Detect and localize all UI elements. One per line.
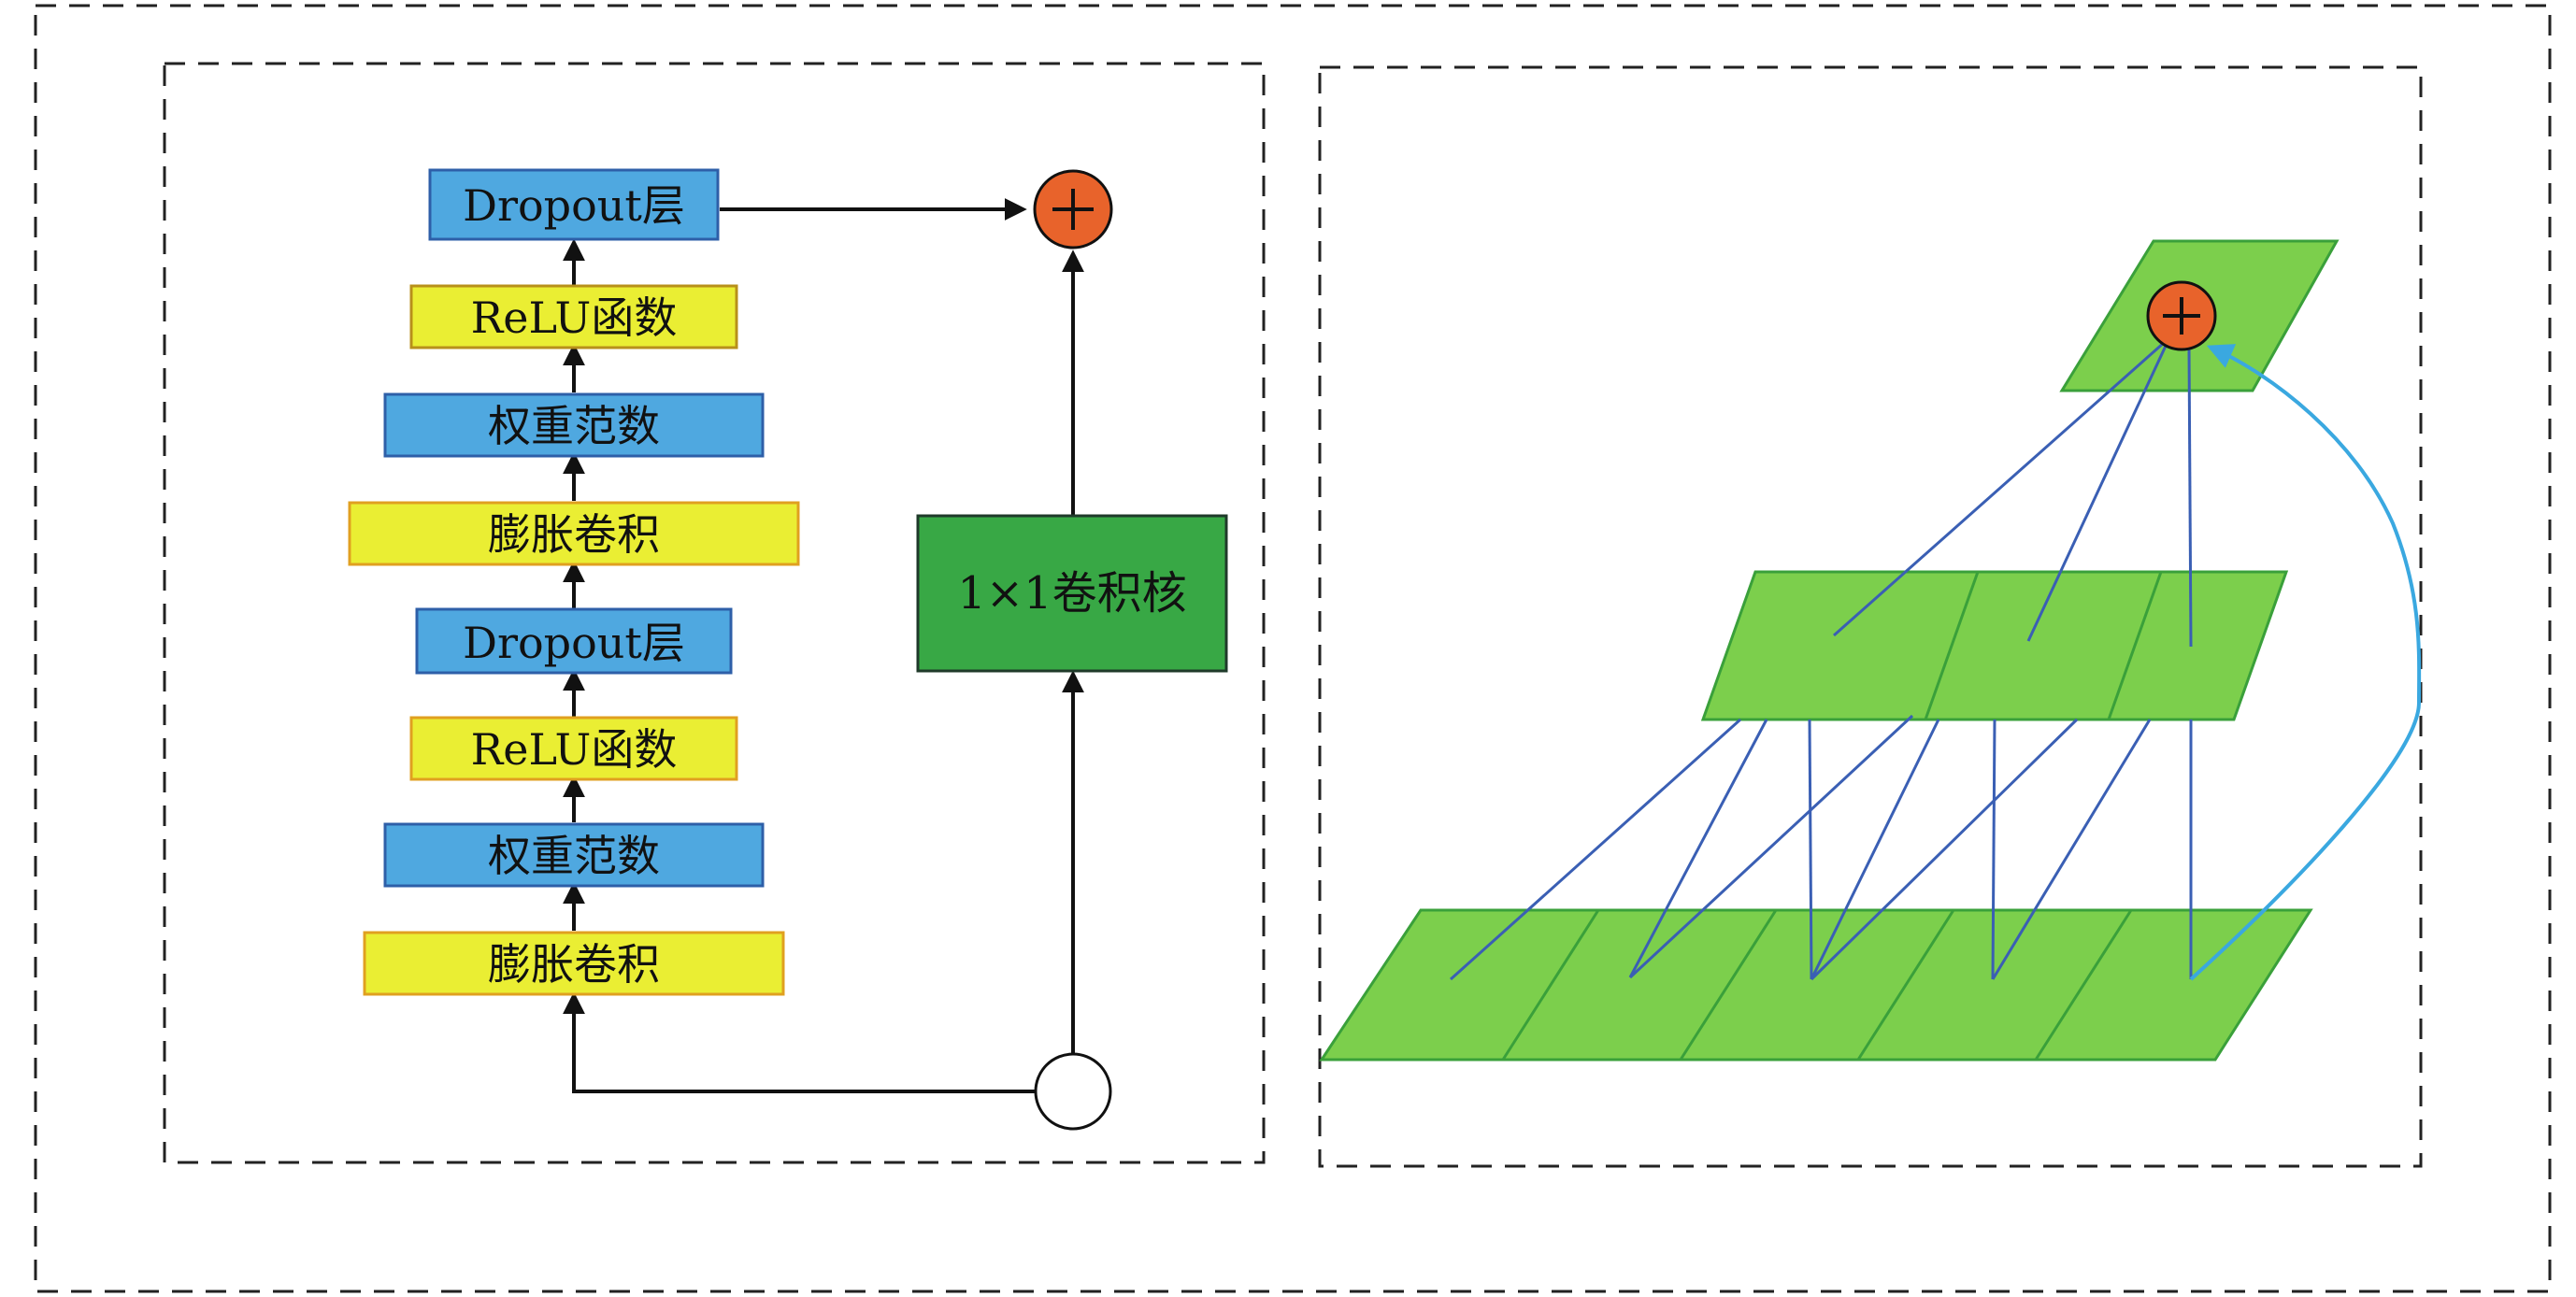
- residual-block: Dropout层 ReLU函数 权重范数 膨胀卷积 Dropout层 ReLU函…: [348, 168, 1228, 1131]
- layer-1-label: ReLU函数: [471, 292, 678, 343]
- right-panel-frame: [1318, 65, 2423, 1168]
- layer-7-label: 膨胀卷积: [488, 939, 660, 990]
- shortcut-conv-box: 1×1卷积核: [916, 514, 1228, 673]
- layer-5-label: ReLU函数: [471, 724, 678, 775]
- layer-0-label: Dropout层: [463, 180, 685, 231]
- left-panel-frame: [163, 62, 1266, 1164]
- input-node-icon: [1034, 1052, 1112, 1131]
- layer-2: 权重范数: [383, 392, 765, 458]
- lower-connections: [1449, 714, 2193, 981]
- residual-skip-curve: [2189, 344, 2422, 981]
- layer-6-label: 权重范数: [488, 831, 660, 881]
- layer-connectors: [563, 198, 1084, 1093]
- layer-3: 膨胀卷积: [348, 501, 800, 566]
- hidden-layer: [1700, 570, 2289, 721]
- residual-add-icon: [1033, 169, 1113, 249]
- layer-6: 权重范数: [383, 822, 765, 888]
- shortcut-conv-label: 1×1卷积核: [957, 567, 1186, 620]
- layer-2-label: 权重范数: [488, 401, 660, 451]
- input-layer: [1319, 908, 2313, 1062]
- layer-0: Dropout层: [428, 168, 720, 241]
- layer-5: ReLU函数: [409, 716, 738, 781]
- layer-7: 膨胀卷积: [363, 931, 785, 996]
- layer-1: ReLU函数: [409, 284, 738, 349]
- upper-connections: [1833, 340, 2193, 648]
- layer-3-label: 膨胀卷积: [488, 509, 660, 560]
- stack-add-icon: [2146, 280, 2217, 351]
- outer-dashed-frame: [34, 4, 2552, 1293]
- dilated-conv-stack: [1319, 239, 2422, 1062]
- layer-4: Dropout层: [415, 607, 733, 675]
- layer-4-label: Dropout层: [463, 618, 685, 668]
